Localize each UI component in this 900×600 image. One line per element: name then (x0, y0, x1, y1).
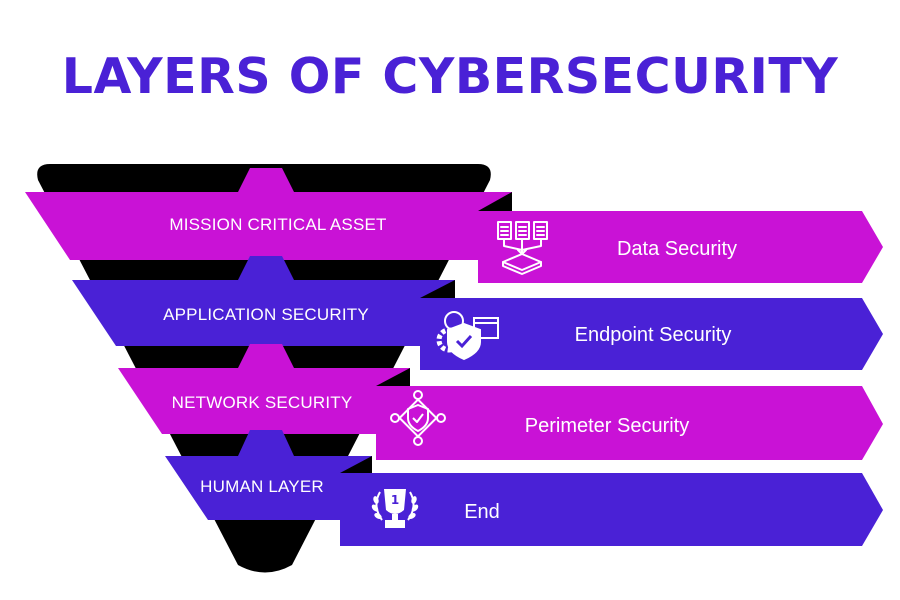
layer-label-1: MISSION CRITICAL ASSET (169, 215, 386, 234)
layer-label-4: HUMAN LAYER (200, 477, 324, 496)
page-title: LAYERS OF CYBERSECURITY (61, 48, 839, 105)
arrow-banner-1 (478, 211, 883, 283)
layer-band-3 (118, 368, 410, 434)
arrow-banner-4 (340, 473, 883, 546)
svg-text:1: 1 (391, 493, 399, 507)
arrow-label-4: End (464, 501, 500, 523)
documents-transfer-icon (497, 221, 548, 275)
trophy-icon: 1 (371, 489, 419, 528)
fold-2 (420, 280, 455, 298)
layer-band-2 (72, 280, 455, 346)
layer-tab-3 (238, 344, 294, 368)
shield-gear-icon (436, 311, 499, 361)
arrow-banner-2 (420, 298, 883, 370)
layer-band-1 (25, 192, 512, 260)
arrow-label-3: Perimeter Security (525, 415, 690, 437)
shield-network-icon (390, 390, 446, 446)
layer-tab-4 (238, 430, 294, 456)
arrow-label-2: Endpoint Security (575, 324, 732, 346)
fold-4 (340, 456, 372, 473)
layer-label-3: NETWORK SECURITY (172, 393, 353, 412)
layer-label-2: APPLICATION SECURITY (163, 305, 369, 324)
fold-3 (376, 368, 410, 386)
arrow-label-1: Data Security (617, 238, 737, 260)
arrow-banner-3 (376, 386, 883, 460)
layer-band-4 (165, 456, 372, 520)
layer-tab-2 (238, 256, 294, 280)
layer-tab-1 (238, 168, 294, 192)
fold-1 (478, 192, 512, 211)
